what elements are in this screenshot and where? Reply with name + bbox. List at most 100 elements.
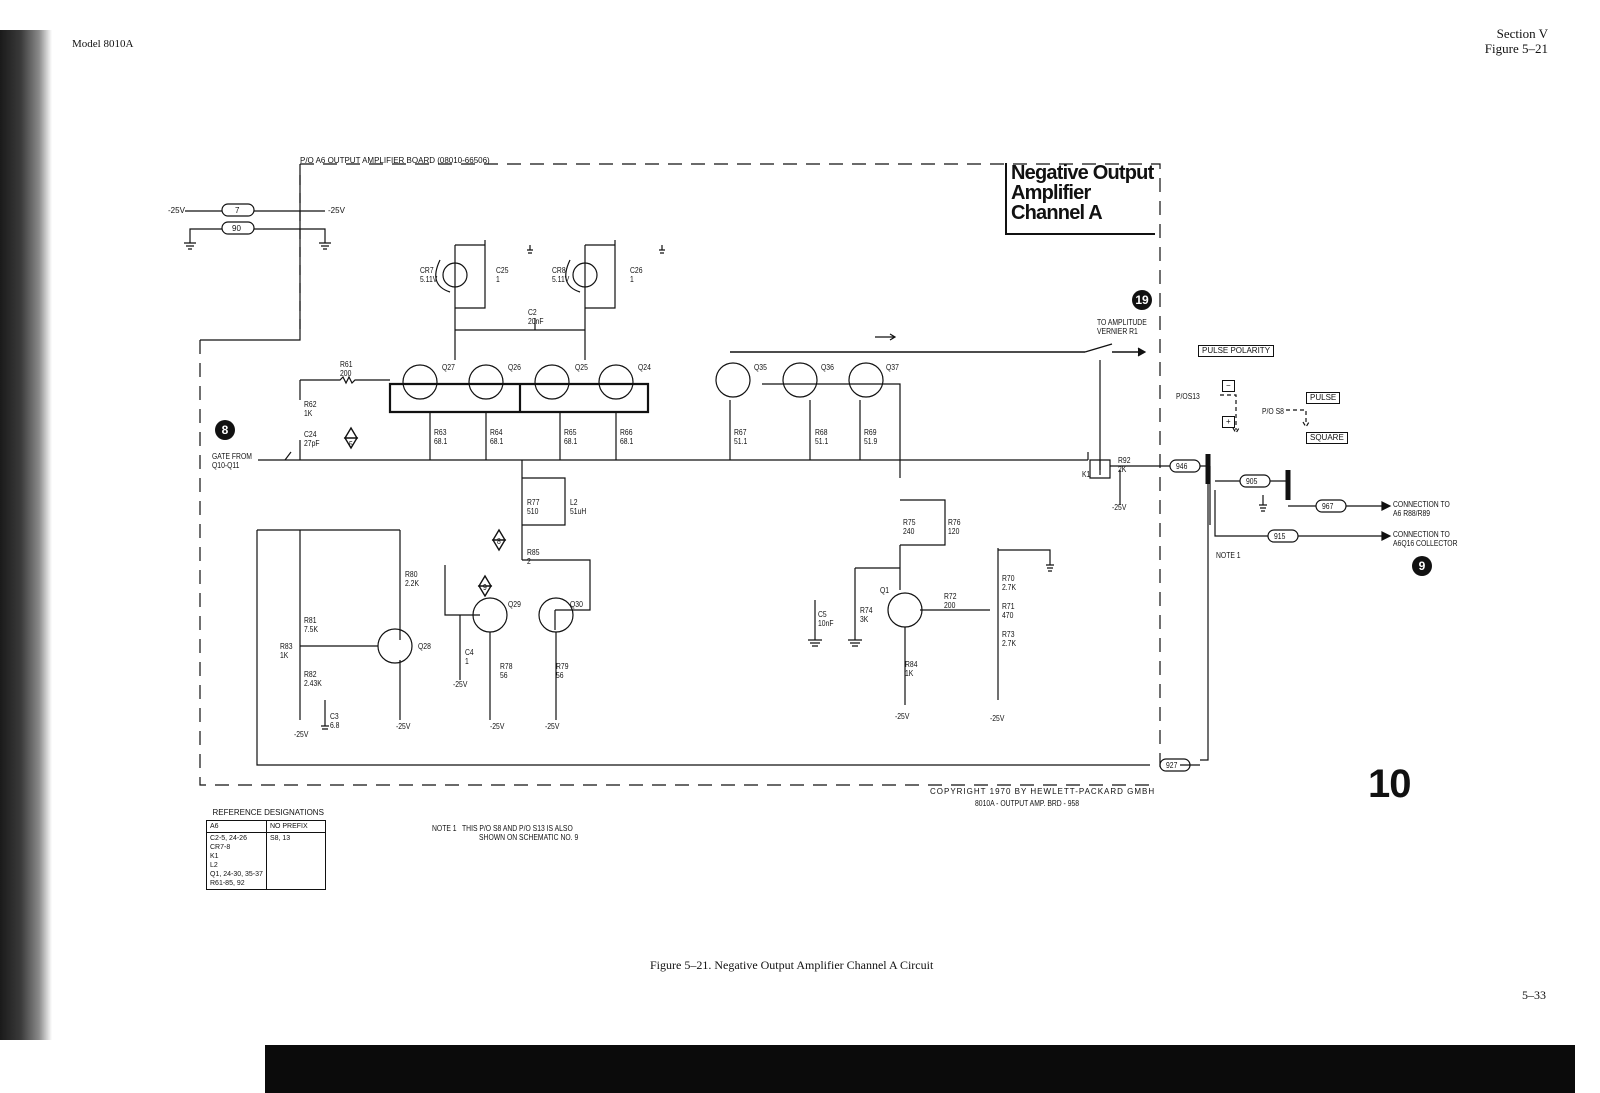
pulse-label: PULSE [1306, 392, 1341, 404]
note1-ref-label: NOTE 1 [1216, 551, 1241, 560]
r63-name: R63 [434, 428, 447, 437]
supply-pin-bottom: 90 [232, 224, 241, 233]
note-line-1: THIS P/O S8 AND P/O S13 IS ALSO [462, 824, 573, 833]
q35-label: Q35 [754, 363, 767, 372]
r65-value: 68.1 [564, 437, 578, 446]
board-notch-line [200, 164, 301, 341]
vlabel-1: -25V [294, 730, 309, 739]
r67-value: 51.1 [734, 437, 748, 446]
r71-name: R71 [1002, 602, 1015, 611]
title-line-1: Negative Output [1011, 162, 1154, 184]
k1-label: K1 [1082, 470, 1091, 479]
c4-value: 1 [465, 657, 469, 666]
cr7-name: CR7 [420, 266, 434, 275]
copyright-line-2: 8010A - OUTPUT AMP. BRD - 958 [975, 799, 1080, 808]
c2-value: 20nF [528, 317, 544, 326]
refdes-row: L2 [210, 862, 218, 869]
connection-2-line-1: CONNECTION TO [1393, 530, 1450, 539]
r75-value: 240 [903, 527, 915, 536]
r73-name: R73 [1002, 630, 1015, 639]
po-s8-label: P/O S8 [1262, 407, 1284, 416]
r79-value: 56 [556, 671, 564, 680]
star-8-label: 8 [497, 537, 501, 546]
c3-value: 6.8 [330, 721, 340, 730]
q29-label: Q29 [508, 600, 521, 609]
q37-label: Q37 [886, 363, 899, 372]
figure-caption: Figure 5–21. Negative Output Amplifier C… [650, 958, 934, 972]
pin-946: 946 [1176, 462, 1188, 471]
refdes-col-a6: A6 [206, 820, 267, 833]
pin-905: 905 [1246, 477, 1258, 486]
supply-right-label: -25V [328, 206, 345, 215]
r74-value: 3K [860, 615, 869, 624]
board-boundary-left-bottom [199, 340, 1150, 786]
r74-name: R74 [860, 606, 873, 615]
r85-value: 2 [527, 557, 531, 566]
note-line-2: SHOWN ON SCHEMATIC NO. 9 [479, 833, 579, 842]
star-5-label: 5 [349, 440, 353, 449]
connection-1-line-2: A6 R88/R89 [1393, 509, 1431, 518]
c25-value: 1 [496, 275, 500, 284]
vlabel-6: -25V [895, 712, 910, 721]
reference-designations: REFERENCE DESIGNATIONS A6 NO PREFIX C2-5… [206, 808, 326, 890]
pin-915: 915 [1274, 532, 1286, 541]
vlabel-3: -25V [453, 680, 468, 689]
r64-name: R64 [490, 428, 503, 437]
r77-value: 510 [527, 507, 539, 516]
q28-label: Q28 [418, 642, 431, 651]
r92-name: R92 [1118, 456, 1131, 465]
test-point-19-badge: 19 [1132, 290, 1152, 310]
r78-name: R78 [500, 662, 513, 671]
r65-name: R65 [564, 428, 577, 437]
refdes-a6-list: C2-5, 24-26 CR7-8 K1 L2 Q1, 24-30, 35-37… [206, 832, 267, 890]
r67-name: R67 [734, 428, 747, 437]
figure-label: Figure 5–21 [1484, 41, 1548, 56]
c4-name: C4 [465, 648, 474, 657]
q24-label: Q24 [638, 363, 651, 372]
r72-value: 200 [944, 601, 956, 610]
copyright-line-1: COPYRIGHT 1970 BY HEWLETT-PACKARD GMBH [930, 787, 1156, 796]
supply-left-label: -25V [168, 206, 185, 215]
page-binding-shadow [0, 30, 52, 1040]
vlabel-7: -25V [990, 714, 1005, 723]
to-amplitude-line-1: TO AMPLITUDE [1097, 318, 1147, 327]
minus-switch-label: − [1222, 380, 1235, 392]
section-header: Section V Figure 5–21 [1485, 26, 1548, 56]
c25-name: C25 [496, 266, 509, 275]
r77-name: R77 [527, 498, 540, 507]
pin-927: 927 [1166, 761, 1178, 770]
r68-value: 51.1 [815, 437, 829, 446]
r68-name: R68 [815, 428, 828, 437]
refdes-row: Q1, 24-30, 35-37 [210, 871, 263, 878]
gate-from-line-2: Q10-Q11 [212, 461, 240, 470]
r80-value: 2.2K [405, 579, 419, 588]
q26-label: Q26 [508, 363, 521, 372]
q30-label: Q30 [570, 600, 583, 609]
c26-value: 1 [630, 275, 634, 284]
schematic-number: 10 [1368, 762, 1411, 806]
scan-bottom-bar [265, 1045, 1575, 1093]
cr8-value: 5.11V [552, 275, 570, 284]
po-s13-label: P/OS13 [1176, 392, 1200, 401]
r76-name: R76 [948, 518, 961, 527]
vlabel-2: -25V [396, 722, 411, 731]
